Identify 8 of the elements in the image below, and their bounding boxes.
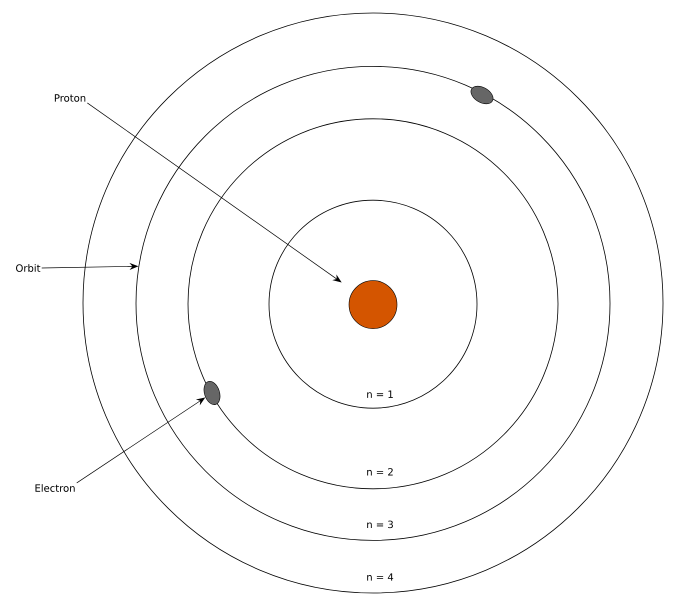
callout-label: Proton	[54, 94, 86, 102]
orbit-label: n = 1	[367, 390, 393, 398]
proton-circle	[348, 280, 398, 329]
orbit-label: n = 2	[367, 468, 393, 476]
orbit-label: n = 3	[367, 520, 393, 528]
orbit-label: n = 4	[367, 573, 394, 581]
callout-label: Electron	[35, 484, 75, 492]
callout-label: Orbit	[16, 264, 40, 272]
